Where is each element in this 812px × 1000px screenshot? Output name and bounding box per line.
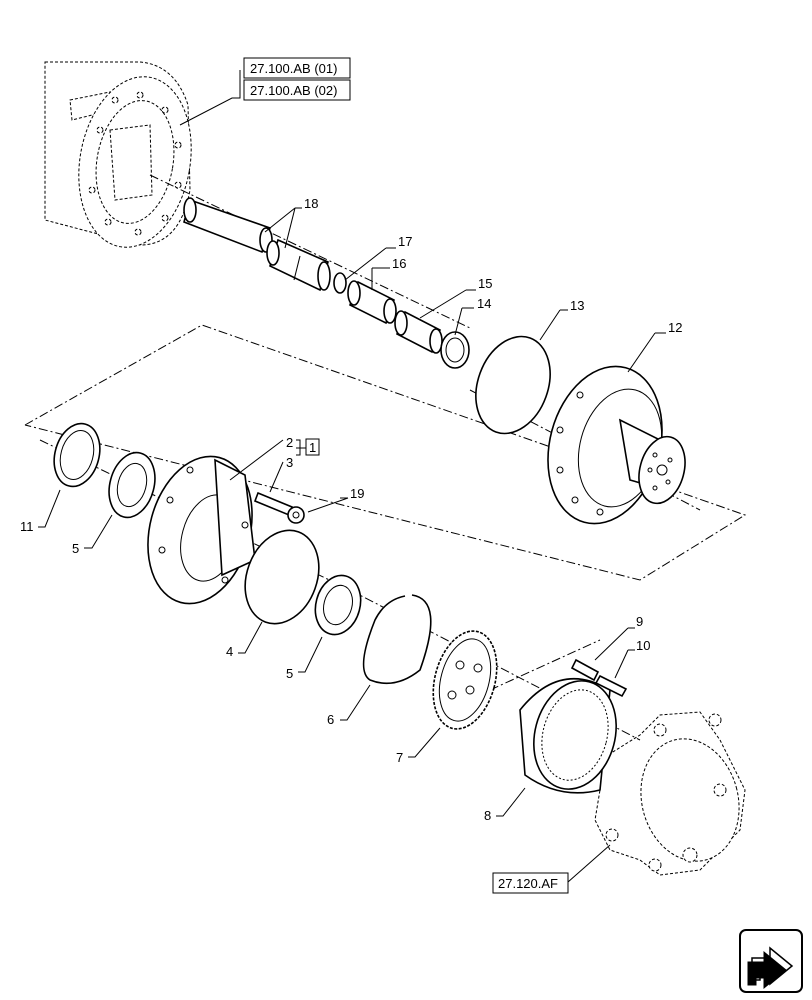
callout-11: 11 bbox=[20, 519, 34, 534]
reference-box-axle-housing-1[interactable]: 27.100.AB (01) bbox=[243, 57, 351, 79]
callout-3: 3 bbox=[286, 455, 293, 470]
callout-12: 12 bbox=[668, 320, 682, 335]
reference-text-axle-housing-2: 27.100.AB (02) bbox=[250, 83, 337, 98]
part-11-seal bbox=[53, 422, 101, 488]
part-14-bearing-ring bbox=[440, 331, 470, 369]
callout-16: 16 bbox=[392, 256, 406, 271]
part-13-o-ring bbox=[475, 335, 551, 435]
next-page-arrow-icon[interactable] bbox=[739, 929, 803, 993]
part-2-flange bbox=[147, 455, 256, 605]
part-7-gear bbox=[432, 630, 498, 730]
callout-2: 2 bbox=[286, 435, 293, 450]
callout-7: 7 bbox=[396, 750, 403, 765]
part-16-bushing bbox=[347, 280, 397, 325]
part-17-circlip bbox=[333, 272, 347, 294]
callout-15: 15 bbox=[478, 276, 492, 291]
callout-14: 14 bbox=[477, 296, 491, 311]
callout-9: 9 bbox=[636, 614, 643, 629]
leader-lines bbox=[38, 70, 666, 883]
part-19-nut bbox=[287, 506, 305, 524]
axle-housing-ghost bbox=[44, 61, 192, 248]
callout-8: 8 bbox=[484, 808, 491, 823]
callout-5-lower: 5 bbox=[286, 666, 293, 681]
callout-13: 13 bbox=[570, 298, 584, 313]
callout-box-1: 1 bbox=[305, 438, 320, 456]
reference-text-wheel-hub: 27.120.AF bbox=[498, 876, 558, 891]
part-10-bolt bbox=[594, 674, 628, 698]
part-4-o-ring bbox=[244, 529, 320, 625]
callout-18: 18 bbox=[304, 196, 318, 211]
wheel-hub-ghost bbox=[594, 711, 746, 876]
part-3-bolt bbox=[253, 491, 294, 517]
part-5-bearing-upper bbox=[108, 451, 156, 519]
callout-6: 6 bbox=[327, 712, 334, 727]
part-5-bearing-lower bbox=[314, 574, 362, 636]
callout-19: 19 bbox=[350, 486, 364, 501]
callout-5-upper: 5 bbox=[72, 541, 79, 556]
callout-labels: 2 3 4 5 5 6 7 8 9 10 11 12 13 14 15 16 1… bbox=[20, 196, 682, 823]
reference-box-axle-housing-2[interactable]: 27.100.AB (02) bbox=[243, 79, 351, 101]
part-15-sleeve bbox=[394, 310, 443, 354]
callout-17: 17 bbox=[398, 234, 412, 249]
part-8-ring-gear bbox=[519, 677, 617, 794]
part-9-bolt bbox=[570, 658, 600, 682]
callout-10: 10 bbox=[636, 638, 650, 653]
callout-4: 4 bbox=[226, 644, 233, 659]
part-6-snap-ring bbox=[362, 594, 432, 685]
callout-1: 1 bbox=[309, 440, 316, 455]
reference-text-axle-housing-1: 27.100.AB (01) bbox=[250, 61, 337, 76]
part-12-planet-carrier bbox=[547, 365, 686, 525]
reference-box-wheel-hub[interactable]: 27.120.AF bbox=[492, 872, 569, 894]
part-18-axle-shaft bbox=[183, 197, 331, 292]
